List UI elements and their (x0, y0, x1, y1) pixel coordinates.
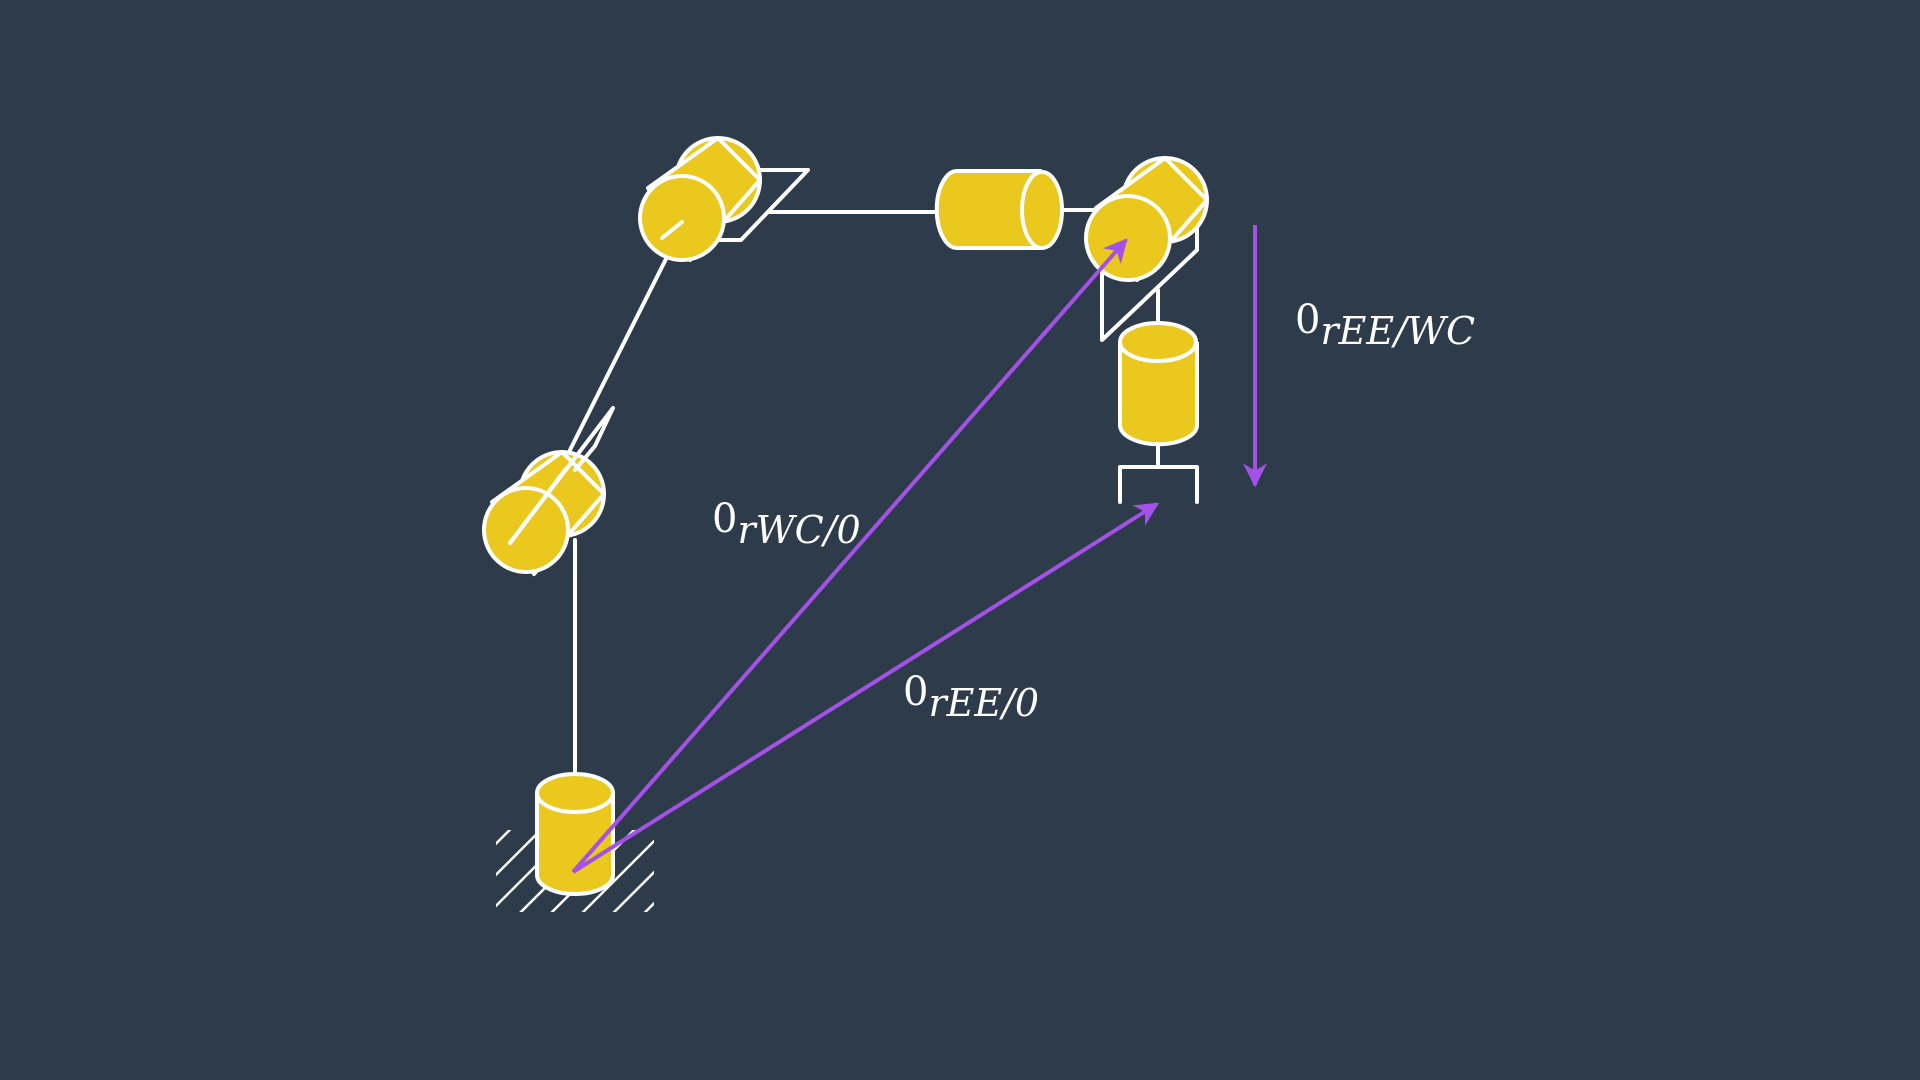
label-r-ee-wc: 0rEE/WC (1295, 297, 1475, 353)
base-joint (535, 772, 615, 896)
vector-r-wc-0 (571, 238, 1128, 874)
elbow-joint (638, 136, 810, 262)
label-r-wc-0: 0rWC/0 (712, 496, 861, 552)
end-joint (1118, 321, 1199, 447)
wrist-joint (1084, 156, 1209, 342)
vector-r-ee-0 (571, 502, 1160, 874)
forearm-joint (934, 169, 1064, 250)
shoulder-joint (482, 406, 615, 576)
label-r-ee-0: 0rEE/0 (903, 669, 1039, 725)
gripper (1118, 465, 1199, 504)
link-shoulder-to-elbow (568, 253, 670, 452)
arm-links (568, 208, 1199, 795)
position-vectors (571, 225, 1267, 874)
